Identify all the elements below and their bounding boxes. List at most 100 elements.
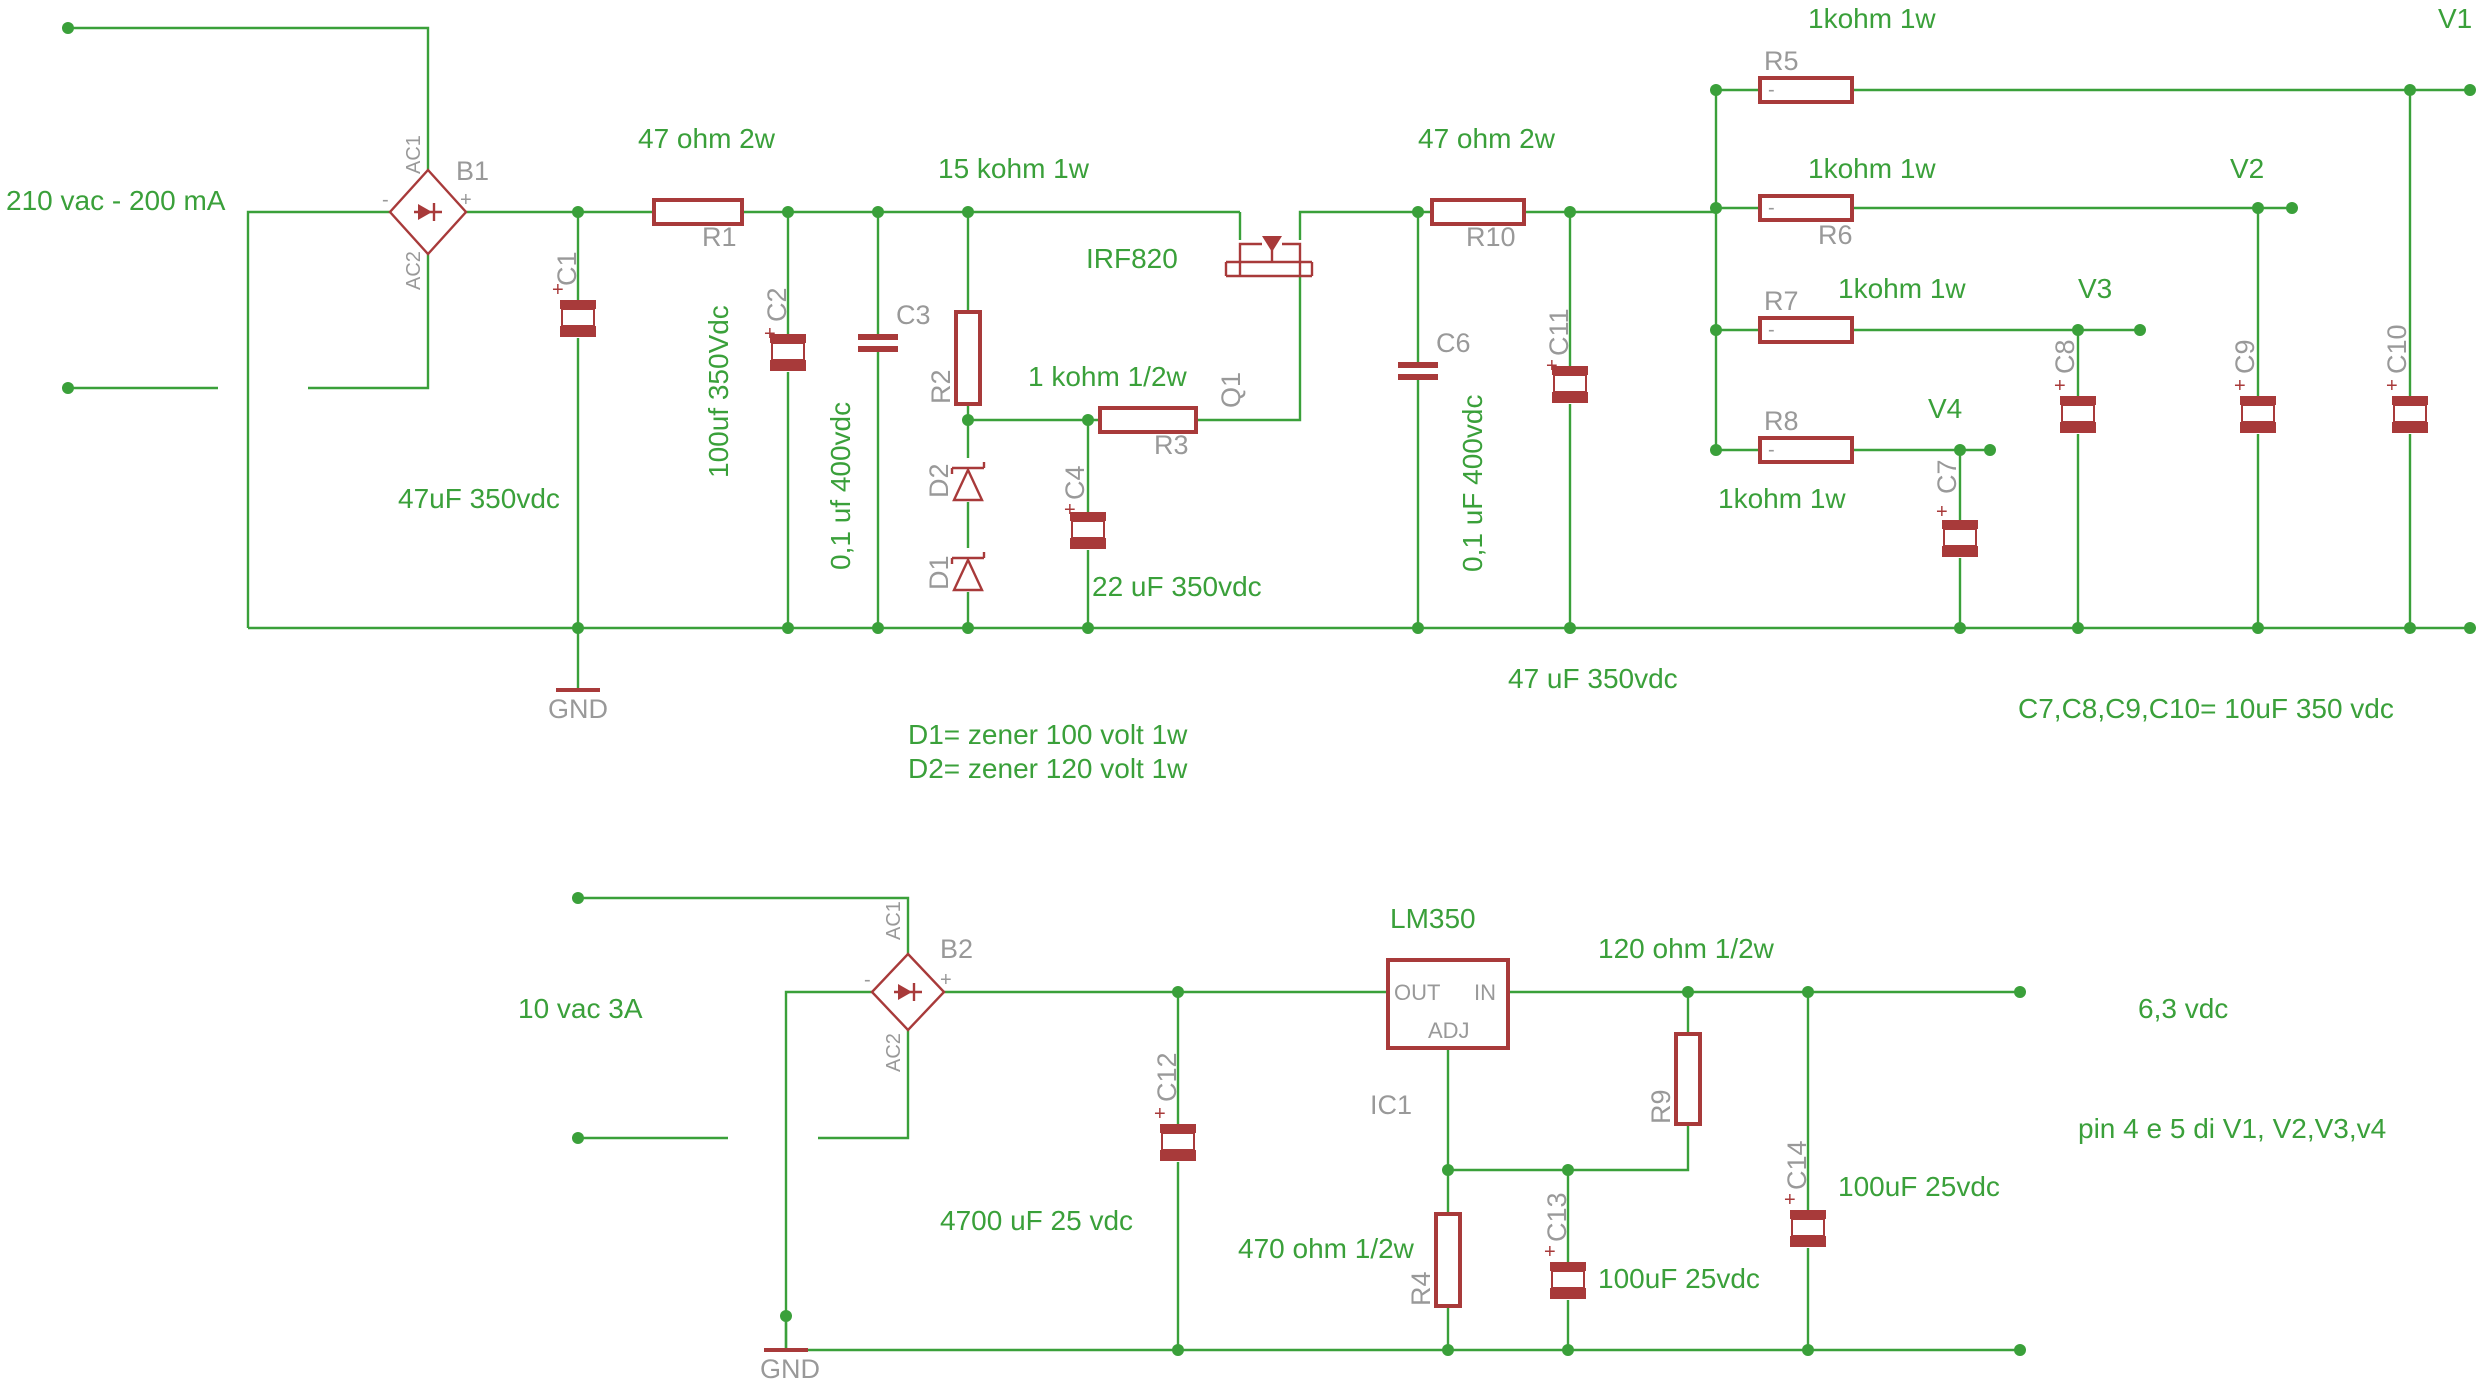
top-junctions bbox=[62, 22, 2476, 634]
gnd-label-bottom: GND bbox=[760, 1354, 820, 1384]
r5-value: 1kohm 1w bbox=[1808, 3, 1936, 34]
ic1-value: LM350 bbox=[1390, 903, 1476, 934]
r8-ref: R8 bbox=[1764, 406, 1799, 436]
resistor-r1 bbox=[652, 198, 744, 226]
c8-ref: C8 bbox=[2050, 339, 2080, 374]
capacitor-c9 bbox=[2240, 396, 2276, 433]
r8-value: 1kohm 1w bbox=[1718, 483, 1846, 514]
c11-value: 47 uF 350vdc bbox=[1508, 663, 1678, 694]
r4-ref: R4 bbox=[1406, 1271, 1436, 1306]
note-d1-zener: D1= zener 100 volt 1w bbox=[908, 719, 1188, 750]
bridge-rectifier-b1 bbox=[388, 168, 468, 256]
c10-polarity: + bbox=[2386, 375, 2398, 397]
b2-ref: B2 bbox=[940, 934, 973, 964]
r9-ref: R9 bbox=[1646, 1089, 1676, 1124]
resistor-r5 bbox=[1758, 76, 1854, 104]
r7-pin-mark: - bbox=[1768, 319, 1775, 341]
input-label-bottom: 10 vac 3A bbox=[518, 993, 643, 1024]
b2-ac2-pin: AC2 bbox=[883, 1033, 905, 1072]
c13-polarity: + bbox=[1544, 1241, 1556, 1263]
b1-ref: B1 bbox=[456, 156, 489, 186]
c4-polarity: + bbox=[1064, 499, 1076, 521]
r2-value: 15 kohm 1w bbox=[938, 153, 1090, 184]
c14-value: 100uF 25vdc bbox=[1838, 1171, 2000, 1202]
c6-value: 0,1 uF 400vdc bbox=[1457, 395, 1488, 572]
capacitor-c11 bbox=[1552, 366, 1588, 403]
r6-ref: R6 bbox=[1818, 220, 1853, 250]
top-wires bbox=[68, 26, 2470, 690]
ic1-pin-out: OUT bbox=[1394, 980, 1440, 1005]
c11-polarity: + bbox=[1546, 355, 1558, 377]
c14-ref: C14 bbox=[1782, 1140, 1812, 1190]
c1-value: 47uF 350vdc bbox=[398, 483, 560, 514]
zener-diode-d2 bbox=[950, 462, 986, 502]
note-heater-pins: pin 4 e 5 di V1, V2,V3,v4 bbox=[2078, 1113, 2386, 1144]
c13-ref: C13 bbox=[1542, 1192, 1572, 1242]
ic1-pin-in: IN bbox=[1474, 980, 1496, 1005]
output-v4: V4 bbox=[1928, 393, 1962, 424]
r10-ref: R10 bbox=[1466, 222, 1516, 252]
b2-ac1-pin: AC1 bbox=[883, 901, 905, 940]
capacitor-c13 bbox=[1550, 1262, 1586, 1299]
resistor-r8 bbox=[1758, 436, 1854, 464]
c2-value: 100uf 350Vdc bbox=[703, 305, 734, 478]
resistor-r10 bbox=[1430, 198, 1526, 226]
resistor-r6 bbox=[1758, 194, 1854, 222]
c14-polarity: + bbox=[1784, 1189, 1796, 1211]
resistor-r7 bbox=[1758, 316, 1854, 344]
b1-plus-pin: + bbox=[460, 189, 472, 211]
q1-value: IRF820 bbox=[1086, 243, 1178, 274]
ic1-ref: IC1 bbox=[1370, 1090, 1412, 1120]
c11-ref: C11 bbox=[1544, 308, 1574, 356]
b1-minus-pin: - bbox=[382, 189, 389, 211]
capacitor-c4 bbox=[1070, 512, 1106, 549]
r3-value: 1 kohm 1/2w bbox=[1028, 361, 1188, 392]
c3-value: 0,1 uf 400vdc bbox=[825, 402, 856, 570]
output-6v3: 6,3 vdc bbox=[2138, 993, 2228, 1024]
c4-value: 22 uF 350vdc bbox=[1092, 571, 1262, 602]
c12-polarity: + bbox=[1154, 1103, 1166, 1125]
resistor-r3 bbox=[1098, 406, 1198, 434]
capacitor-c1 bbox=[560, 300, 596, 337]
r5-ref: R5 bbox=[1764, 46, 1799, 76]
mosfet-q1 bbox=[1224, 236, 1314, 278]
output-v3: V3 bbox=[2078, 273, 2112, 304]
gnd-label-top: GND bbox=[548, 694, 608, 724]
capacitor-c14 bbox=[1790, 1210, 1826, 1247]
r10-value: 47 ohm 2w bbox=[1418, 123, 1556, 154]
q1-ref: Q1 bbox=[1216, 372, 1246, 408]
bottom-labels: 10 vac 3A B2 AC1 AC2 - + GND + C12 4700 … bbox=[518, 901, 2386, 1384]
regulator-ic1 bbox=[1386, 958, 1510, 1050]
c9-ref: C9 bbox=[2230, 339, 2260, 374]
top-labels: 210 vac - 200 mA B1 AC1 AC2 - + + C1 47u… bbox=[6, 3, 2472, 784]
r7-value: 1kohm 1w bbox=[1838, 273, 1966, 304]
ic1-pin-adj: ADJ bbox=[1428, 1018, 1470, 1043]
d1-ref: D1 bbox=[924, 555, 954, 590]
zener-diode-d1 bbox=[950, 552, 986, 592]
r1-ref: R1 bbox=[702, 222, 737, 252]
capacitor-c12 bbox=[1160, 1124, 1196, 1161]
note-caps-values: C7,C8,C9,C10= 10uF 350 vdc bbox=[2018, 693, 2394, 724]
resistor-r4 bbox=[1434, 1212, 1462, 1308]
c12-value: 4700 uF 25 vdc bbox=[940, 1205, 1133, 1236]
b2-minus-pin: - bbox=[864, 969, 871, 991]
c7-polarity: + bbox=[1936, 501, 1948, 523]
resistor-r2 bbox=[954, 310, 982, 406]
c6-ref: C6 bbox=[1436, 328, 1471, 358]
c10-ref: C10 bbox=[2382, 324, 2412, 374]
d2-ref: D2 bbox=[924, 463, 954, 498]
bridge-rectifier-b2 bbox=[870, 952, 946, 1032]
capacitor-c3 bbox=[858, 334, 898, 352]
output-v1: V1 bbox=[2438, 3, 2472, 34]
r4-value: 470 ohm 1/2w bbox=[1238, 1233, 1415, 1264]
c2-polarity: + bbox=[764, 323, 776, 345]
r8-pin-mark: - bbox=[1768, 439, 1775, 461]
c8-polarity: + bbox=[2054, 375, 2066, 397]
resistor-r9 bbox=[1674, 1032, 1702, 1126]
r1-value: 47 ohm 2w bbox=[638, 123, 776, 154]
output-v2: V2 bbox=[2230, 153, 2264, 184]
c3-ref: C3 bbox=[896, 300, 931, 330]
c13-value: 100uF 25vdc bbox=[1598, 1263, 1760, 1294]
c2-ref: C2 bbox=[762, 287, 792, 322]
